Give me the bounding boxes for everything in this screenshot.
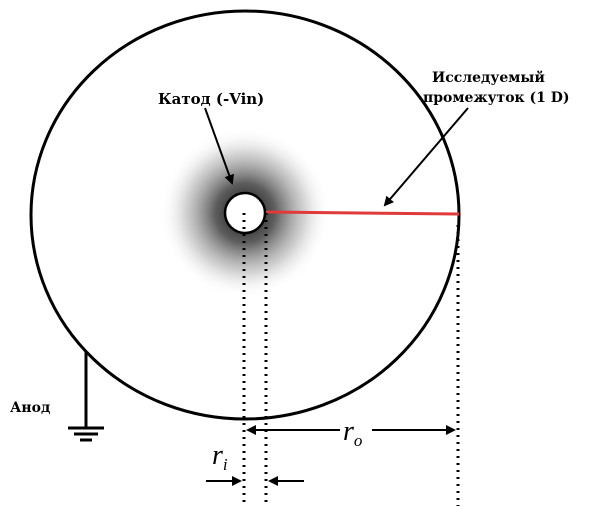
cathode-pointer-arrow <box>204 107 234 185</box>
cathode-label: Катод (-Vin) <box>158 90 264 108</box>
gap-label-line-2: промежуток (1 D) <box>423 90 570 106</box>
gap-line <box>265 210 460 216</box>
gap-pointer-arrow <box>383 107 469 207</box>
r-inner-label: ri <box>212 440 228 474</box>
r-outer-label: ro <box>343 416 362 450</box>
anode-outer-circle <box>29 9 461 421</box>
anode-label: Анод <box>10 400 50 416</box>
gap-label-line-1: Исследуемый <box>432 69 545 86</box>
